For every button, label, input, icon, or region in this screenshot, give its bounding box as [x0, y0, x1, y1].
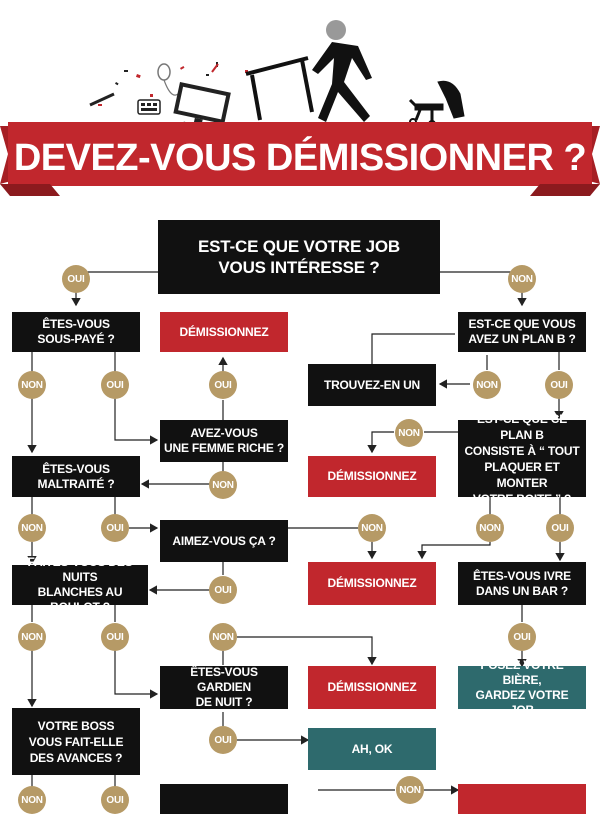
answer-badge-yes: OUI: [62, 265, 90, 293]
answer-badge-yes: OUI: [508, 623, 536, 651]
answer-badge-no: NON: [358, 514, 386, 542]
node-text: EST-CE QUE VOTRE JOB: [198, 236, 400, 257]
answer-badge-yes: OUI: [101, 623, 129, 651]
answer-badge-no: NON: [473, 371, 501, 399]
question-partial-bottom: [160, 784, 288, 814]
answer-badge-yes: OUI: [101, 371, 129, 399]
answer-badge-no: NON: [395, 419, 423, 447]
answer-badge-yes: OUI: [209, 576, 237, 604]
result-quit-2: DÉMISSIONNEZ: [308, 456, 436, 497]
stick-figure-leaving-icon: [312, 20, 372, 122]
answer-badge-no: NON: [18, 514, 46, 542]
question-like-it: AIMEZ-VOUS ÇA ?: [160, 520, 288, 562]
answer-badge-no: NON: [209, 623, 237, 651]
result-quit-1: DÉMISSIONNEZ: [160, 312, 288, 352]
answer-badge-no: NON: [209, 471, 237, 499]
answer-badge-yes: OUI: [209, 726, 237, 754]
office-chair-icon: [410, 81, 464, 127]
mouse-icon: [158, 64, 180, 95]
overturned-desk-icon: [246, 58, 312, 120]
node-text: VOUS INTÉRESSE ?: [198, 257, 400, 278]
answer-badge-yes: OUI: [101, 786, 129, 814]
answer-badge-yes: OUI: [545, 371, 573, 399]
result-find-one: TROUVEZ-EN UN: [308, 364, 436, 406]
page-title: DEVEZ-VOUS DÉMISSIONNER ?: [0, 136, 600, 180]
answer-badge-yes: OUI: [209, 371, 237, 399]
answer-badge-no: NON: [18, 371, 46, 399]
result-keep-job: POSEZ VOTRE BIÈRE,GARDEZ VOTRE JOB: [458, 666, 586, 709]
header-illustration: [80, 12, 500, 132]
answer-badge-yes: OUI: [546, 514, 574, 542]
result-quit-4: DÉMISSIONNEZ: [308, 666, 436, 709]
result-partial-bottom: [458, 784, 586, 814]
answer-badge-no: NON: [508, 265, 536, 293]
answer-badge-no: NON: [18, 623, 46, 651]
phone-icon: [138, 100, 160, 114]
answer-badge-no: NON: [18, 786, 46, 814]
result-ah-ok: AH, OK: [308, 728, 436, 770]
pen-icon: [90, 94, 114, 105]
answer-badge-yes: OUI: [101, 514, 129, 542]
answer-badge-no: NON: [476, 514, 504, 542]
result-quit-3: DÉMISSIONNEZ: [308, 562, 436, 605]
